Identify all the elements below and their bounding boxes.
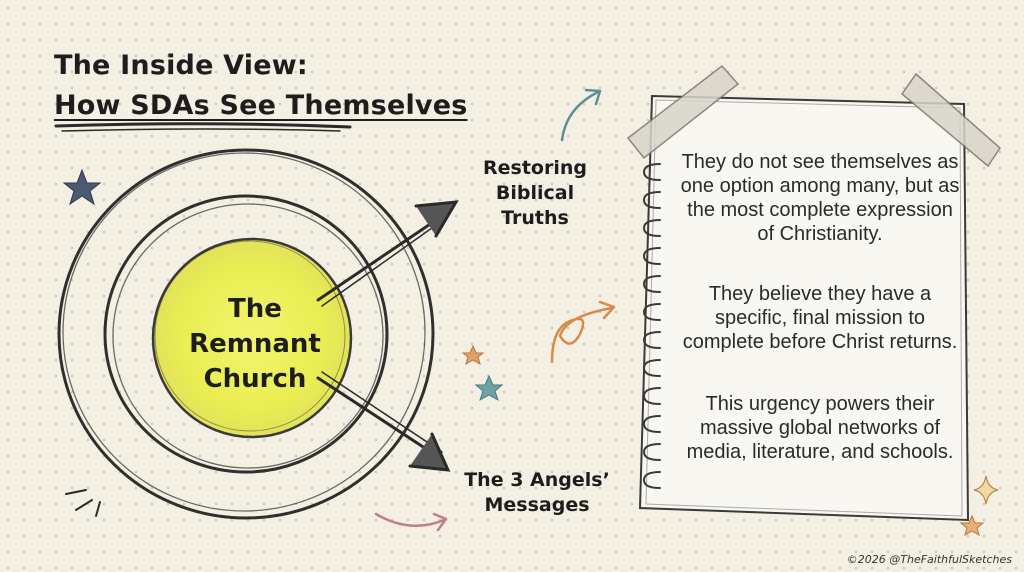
title-line-1: The Inside View: <box>54 50 308 81</box>
star-icon <box>62 168 102 206</box>
arrow-to-angels <box>316 371 451 472</box>
star-icon-small-teal <box>474 374 504 402</box>
note-paragraph: They do not see themselves as one option… <box>680 151 960 245</box>
arrow-label-line: Truths <box>501 207 569 229</box>
tape-strip-left <box>626 64 740 160</box>
center-label-line: The <box>228 294 282 324</box>
teal-swoosh-arrow <box>560 90 600 142</box>
arrow-label-line: Messages <box>484 494 590 516</box>
pink-swoosh-arrow <box>374 512 446 527</box>
center-label-line: Remnant <box>189 329 321 359</box>
emphasis-tick-marks <box>65 489 101 517</box>
teal-swoosh-arrow-head <box>584 88 602 106</box>
arrow-label-line: Biblical <box>495 182 575 204</box>
star-icon-corner <box>959 514 985 537</box>
title-line-2: How SDAs See Themselves <box>54 90 468 121</box>
note-paragraph: They believe they have a specific, final… <box>682 283 958 353</box>
note-paragraph: This urgency powers their massive global… <box>686 393 954 463</box>
arrow-label-line: Restoring <box>483 157 587 179</box>
orange-loop-arrow-head <box>598 300 616 320</box>
tape-strip-right <box>900 72 1001 168</box>
target-rings <box>57 148 435 520</box>
orange-loop-arrow <box>550 306 614 364</box>
center-label: The Remnant Church <box>160 292 350 397</box>
spiral-binding <box>642 163 661 489</box>
arrow-label-line: The 3 Angels’ <box>464 469 610 491</box>
center-label-line: Church <box>203 364 307 394</box>
star-icon-small-orange <box>461 344 485 366</box>
copyright-notice: ©2026 @TheFaithfulSketches <box>846 553 1012 566</box>
arrow-label-angels: The 3 Angels’ Messages <box>452 468 622 518</box>
arrow-label-restoring: Restoring Biblical Truths <box>470 156 600 231</box>
pink-swoosh-arrow-head <box>432 512 448 532</box>
center-circle <box>151 237 353 439</box>
title-underline <box>54 122 352 132</box>
arrow-to-restoring <box>316 200 459 307</box>
sparkle-icon <box>973 475 999 505</box>
page-title: The Inside View: How SDAs See Themselves <box>54 46 468 126</box>
